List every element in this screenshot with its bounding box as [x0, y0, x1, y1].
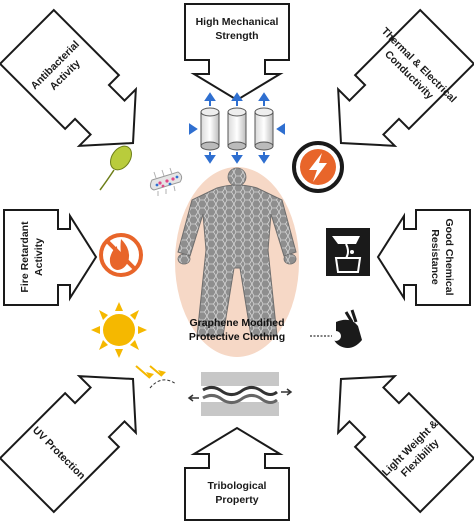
chemical-beaker-icon [326, 228, 370, 276]
label-left-line1: Fire Retardant [19, 221, 31, 293]
bacteria-icon [99, 145, 183, 196]
center-title-line2: Protective Clothing [189, 331, 285, 343]
property-arrow-right: Good Chemical Resistance [376, 209, 471, 306]
label-right-line1: Good Chemical [443, 218, 455, 295]
property-arrow-top-right: Thermal & Electrical Conductivity [337, 8, 474, 147]
label-left-line2: Activity [33, 238, 45, 276]
protective-suit-icon [177, 167, 297, 337]
label-right-line2: Resistance [429, 229, 441, 285]
hand-holding-feather-icon [310, 309, 362, 348]
property-arrow-top: High Mechanical Strength [184, 3, 290, 102]
no-fire-icon [99, 233, 143, 277]
center-title-line1: Graphene Modified [189, 317, 284, 329]
sliding-layers-icon [187, 372, 293, 416]
property-arrow-left: Fire Retardant Activity [3, 209, 98, 306]
property-arrow-bottom: Tribological Property [184, 426, 290, 521]
label-bottom-line1: Tribological [208, 480, 267, 492]
label-top-line1: High Mechanical [196, 16, 279, 28]
property-arrow-top-left: Antibacterial Activity [0, 8, 137, 147]
property-arrow-bottom-left: UV Protection [0, 375, 137, 514]
sun-icon [91, 302, 177, 389]
label-top-line2: Strength [215, 30, 258, 42]
lightning-bolt-icon [292, 141, 344, 193]
stretching-cylinders-icon [189, 92, 285, 164]
property-arrow-bottom-right: Light Weight & Flexibility [337, 375, 474, 514]
label-bottom-line2: Property [215, 494, 258, 506]
